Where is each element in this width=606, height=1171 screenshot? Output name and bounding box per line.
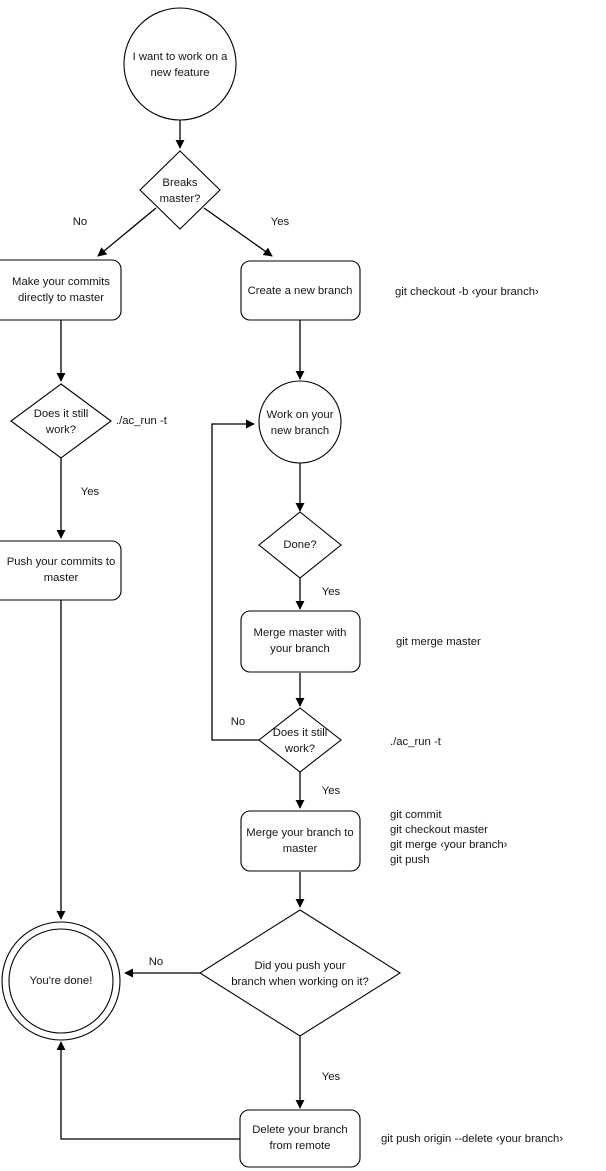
make-commits-label-line2: directly to master: [18, 292, 104, 304]
mid-still-work-label-line2: work?: [284, 743, 315, 755]
merge-branch-label-line1: Merge your branch to: [246, 827, 353, 839]
node-left-does-it-still-work[interactable]: Does it still work?: [10, 383, 112, 459]
edge-mid-still-work-no-loopback: [211, 419, 262, 741]
delete-branch-label-line2: from remote: [270, 1140, 331, 1152]
merge-branch-label-line2: master: [283, 843, 318, 855]
command-push-origin-delete: git push origin --delete ‹your branch›: [381, 1133, 563, 1145]
done-question-diamond-shape: [258, 511, 342, 579]
command-ac-run-left: ./ac_run -t: [116, 415, 168, 427]
left-still-work-label-line2: work?: [45, 424, 76, 436]
did-you-push-label-line1: Did you push your: [254, 960, 345, 972]
node-merge-master[interactable]: Merge master with your branch: [240, 610, 361, 673]
push-commits-label-line1: Push your commits to: [7, 556, 116, 568]
edge-label-mid-work-yes: Yes: [322, 785, 341, 797]
command-merge-master: git merge master: [396, 636, 481, 648]
start-circle-shape: [123, 7, 237, 121]
work-on-branch-circle-shape: [258, 380, 342, 464]
merge-master-rect-shape: [240, 610, 361, 673]
work-on-branch-label-line2: new branch: [271, 425, 329, 437]
make-commits-label-line1: Make your commits: [12, 276, 110, 288]
command-ac-run-mid: ./ac_run -t: [390, 736, 442, 748]
edge-breaks-master-yes: [203, 207, 273, 257]
edge-label-done-yes: Yes: [322, 586, 341, 598]
command-merge-block-1: git commit: [390, 809, 442, 821]
edge-label-did-push-no: No: [149, 956, 163, 968]
node-make-commits[interactable]: Make your commits directly to master: [0, 259, 122, 321]
node-merge-branch[interactable]: Merge your branch to master: [240, 810, 361, 872]
merge-master-label-line1: Merge master with: [254, 627, 347, 639]
breaks-master-label-line2: master?: [160, 193, 201, 205]
delete-branch-rect-shape: [239, 1109, 361, 1168]
edge-delete-branch-to-done: [56, 1041, 240, 1140]
edge-label-mid-work-no: No: [231, 716, 245, 728]
edge-label-left-work-yes: Yes: [81, 486, 100, 498]
edge-label-breaks-yes: Yes: [271, 216, 290, 228]
command-checkout-b: git checkout -b ‹your branch›: [395, 286, 539, 298]
mid-still-work-label-line1: Does it still: [273, 727, 328, 739]
node-create-branch[interactable]: Create a new branch: [240, 260, 361, 321]
node-push-commits[interactable]: Push your commits to master: [0, 540, 122, 601]
end-label: You're done!: [30, 975, 93, 987]
push-commits-rect-shape: [0, 540, 122, 601]
edge-label-breaks-no: No: [73, 216, 87, 228]
push-commits-label-line2: master: [44, 572, 79, 584]
breaks-master-diamond-shape: [139, 150, 221, 230]
node-delete-branch[interactable]: Delete your branch from remote: [239, 1109, 361, 1168]
edge-label-did-push-yes: Yes: [322, 1071, 341, 1083]
node-work-on-branch[interactable]: Work on your new branch: [258, 380, 342, 464]
create-branch-rect-shape: [240, 260, 361, 321]
node-end[interactable]: You're done!: [1, 921, 121, 1041]
node-breaks-master[interactable]: Breaks master?: [139, 150, 221, 230]
breaks-master-label-line1: Breaks: [162, 177, 198, 189]
merge-master-label-line2: your branch: [270, 643, 330, 655]
work-on-branch-label-line1: Work on your: [267, 409, 334, 421]
create-branch-label: Create a new branch: [248, 285, 353, 297]
did-you-push-label-line2: branch when working on it?: [231, 976, 369, 988]
start-label-line2: new feature: [150, 67, 209, 79]
node-did-you-push[interactable]: Did you push your branch when working on…: [198, 909, 402, 1037]
left-still-work-diamond-shape: [10, 383, 112, 459]
node-start[interactable]: I want to work on a new feature: [123, 7, 237, 121]
make-commits-rect-shape: [0, 259, 122, 321]
merge-branch-rect-shape: [240, 810, 361, 872]
node-done-question[interactable]: Done?: [258, 511, 342, 579]
start-label-line1: I want to work on a: [133, 51, 229, 63]
node-mid-does-it-still-work[interactable]: Does it still work?: [258, 707, 342, 773]
left-still-work-label-line1: Does it still: [34, 408, 89, 420]
command-merge-block-4: git push: [390, 854, 430, 866]
command-merge-block-2: git checkout master: [390, 824, 488, 836]
did-you-push-diamond-shape: [198, 909, 402, 1037]
edge-breaks-master-no: [97, 207, 157, 257]
end-inner-circle-shape: [8, 928, 114, 1034]
command-merge-block-3: git merge ‹your branch›: [390, 839, 508, 851]
delete-branch-label-line1: Delete your branch: [252, 1124, 347, 1136]
mid-still-work-diamond-shape: [258, 707, 342, 773]
done-question-label: Done?: [283, 539, 316, 551]
